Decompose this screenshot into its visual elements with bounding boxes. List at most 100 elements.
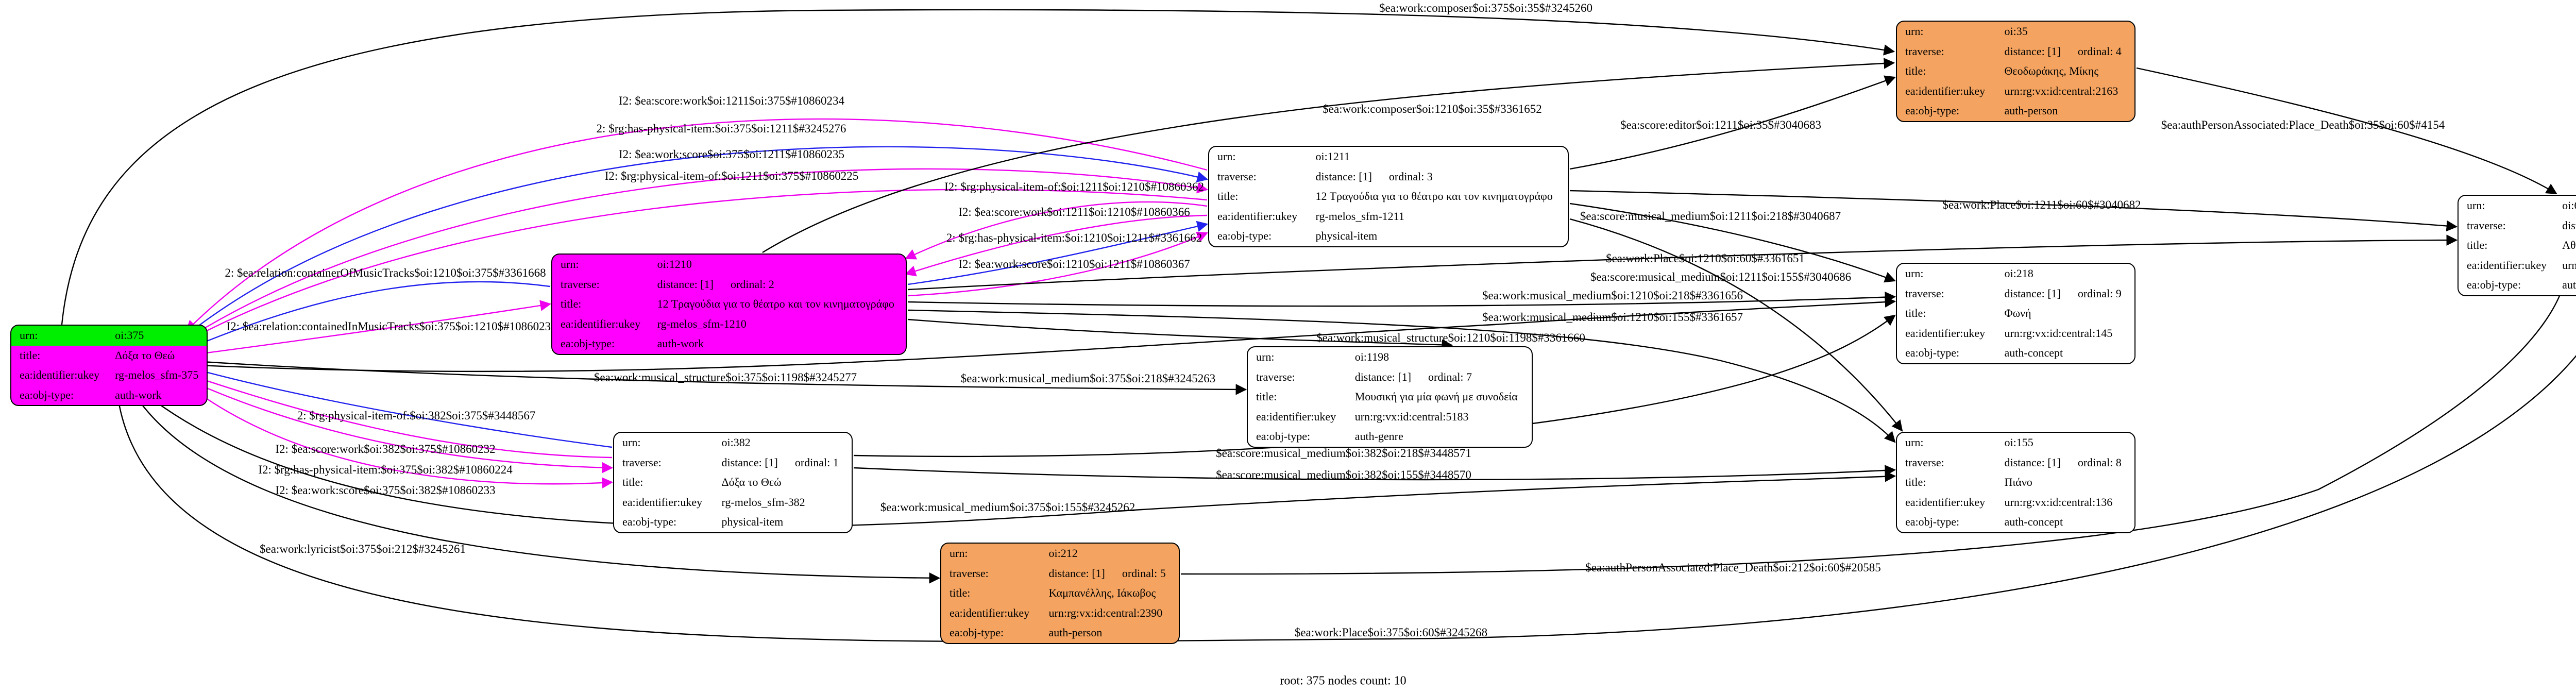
- node-field-row: ea:obj-type:physical-item: [1209, 226, 1568, 246]
- field-key: title:: [1905, 307, 1926, 320]
- field-value: oi:375: [115, 329, 144, 342]
- edge-label: I2: $ea:score:work$oi:1211$oi:375$#10860…: [619, 94, 844, 107]
- field-key: ea:identifier:ukey: [622, 495, 703, 509]
- field-value: physical-item: [721, 515, 784, 529]
- field-key: ea:identifier:ukey: [1905, 326, 1986, 340]
- node-oi-212[interactable]: urn: oi:212 traverse:distance: [1] ordinal…: [940, 543, 1180, 644]
- edge-label: I2: $ea:relation:containedInMusicTracks$…: [226, 320, 557, 333]
- node-field-row: ea:obj-type:auth-work: [552, 334, 906, 354]
- node-field-row: ea:obj-type:auth-work: [11, 385, 207, 405]
- node-field-row: urn:oi:1198: [1248, 347, 1532, 367]
- node-field-row: ea:obj-type:auth-genre: [1248, 427, 1532, 447]
- field-key: urn:: [950, 547, 968, 560]
- field-value: distance: [1] ordinal: 3: [1315, 170, 1433, 183]
- field-value: auth-person: [2004, 104, 2058, 117]
- field-key: traverse:: [1217, 170, 1257, 183]
- graph-edge: [154, 400, 1896, 528]
- node-field-row: urn:oi:382: [614, 433, 852, 453]
- field-key: title:: [20, 348, 41, 362]
- edge-label: $ea:score:musical_medium$oi:382$oi:218$#…: [1216, 447, 1471, 460]
- field-value: distance: [1] ordinal: 1: [721, 455, 839, 469]
- node-field-row: traverse:distance: [1] ordinal: 8: [1897, 453, 2134, 473]
- edge-label: I2: $ea:work:score$oi:375$oi:1211$#10860…: [619, 148, 844, 161]
- field-value: oi:1210: [657, 258, 692, 271]
- edge-label: $ea:score:musical_medium$oi:1211$oi:218$…: [1580, 210, 1841, 223]
- edge-label: $ea:work:musical_medium$oi:375$oi:155$#3…: [880, 501, 1136, 514]
- graph-edge: [907, 318, 1453, 351]
- node-field-row: ea:identifier:ukey rg-melos_sfm-375: [11, 365, 207, 385]
- field-value: rg-melos_sfm-1210: [657, 317, 747, 330]
- node-field-row: ea:obj-type:auth-concept: [1897, 512, 2134, 532]
- field-value: distance: [1] ordinal: 7: [1354, 370, 1472, 383]
- edge-label: 2: $ea:relation:containerOfMusicTracks$o…: [225, 266, 546, 279]
- field-value: auth-person: [1048, 626, 1103, 639]
- node-field-row: traverse:distance: [1] ordinal: 1: [614, 453, 852, 473]
- field-value: oi:155: [2004, 436, 2033, 449]
- node-field-row: title:12 Τραγούδια για το θέατρο και τον…: [552, 294, 906, 314]
- field-key: urn:: [561, 258, 579, 271]
- field-key: traverse:: [561, 277, 600, 291]
- field-value: distance: [1] ordinal: 2: [657, 277, 774, 291]
- edge-label: $ea:score:editor$oi:1211$oi:35$#3040683: [1620, 119, 1822, 131]
- node-field-row: urn: oi:375: [11, 326, 207, 346]
- field-key: ea:obj-type:: [950, 626, 1004, 639]
- node-oi-1210[interactable]: urn: oi:1210 traverse: distance: [1] ordina…: [551, 253, 907, 355]
- field-value: urn:rg:vx:id:central:216: [2562, 258, 2576, 272]
- field-key: ea:obj-type:: [1905, 104, 1960, 117]
- edge-label: I2: $ea:work:score$oi:1210$oi:1211$#1086…: [958, 258, 1190, 271]
- field-value: oi:382: [721, 436, 751, 449]
- field-key: title:: [950, 586, 971, 600]
- edge-label: $ea:score:musical_medium$oi:1211$oi:155$…: [1590, 271, 1852, 283]
- field-value: distance: [1] ordinal: 8: [2004, 455, 2122, 469]
- edge-label: I2: $ea:score:work$oi:1211$oi:1210$#1086…: [958, 206, 1190, 218]
- graph-edge: [185, 364, 613, 448]
- field-value: oi:212: [1048, 547, 1078, 560]
- node-field-row: traverse:distance: [1] ordinal: 6: [2459, 216, 2576, 236]
- edge-label: $ea:work:musical_medium$oi:375$oi:218$#3…: [960, 372, 1216, 385]
- field-key: urn:: [1217, 150, 1236, 163]
- node-field-row: traverse:distance: [1] ordinal: 5: [941, 564, 1179, 584]
- edge-label: $ea:authPersonAssociated:Place_Death$oi:…: [2161, 119, 2445, 131]
- node-field-row: ea:obj-type:auth-concept: [1897, 343, 2134, 363]
- field-value: 12 Τραγούδια για το θέατρο και τον κινημ…: [657, 297, 894, 311]
- field-key: urn:: [20, 329, 38, 342]
- graph-edge: [907, 291, 1896, 307]
- field-key: ea:identifier:ukey: [561, 317, 641, 330]
- node-field-row: traverse: distance: [1] ordinal: 3: [1209, 167, 1568, 187]
- field-key: title:: [1217, 190, 1239, 203]
- field-key: traverse:: [950, 566, 989, 580]
- node-field-row: title:Μουσική για μία φωνή με συνοδεία: [1248, 387, 1532, 407]
- field-key: ea:identifier:ukey: [20, 368, 100, 382]
- edge-label: $ea:score:musical_medium$oi:382$oi:155$#…: [1216, 468, 1471, 481]
- node-field-row: ea:obj-type:auth-place: [2459, 275, 2576, 295]
- graph-edge: [117, 354, 2576, 643]
- graph-edge: [185, 281, 551, 351]
- field-key: title:: [1256, 390, 1277, 403]
- node-field-row: traverse: distance: [1] ordinal: 2: [552, 275, 906, 295]
- edge-label: $ea:work:Place$oi:375$oi:60$#3245268: [1294, 626, 1488, 639]
- graph-caption: root: 375 nodes count: 10: [1280, 674, 1406, 688]
- field-value: rg-melos_sfm-375: [115, 368, 199, 382]
- graph-edge: [2136, 67, 2557, 195]
- field-key: traverse:: [1905, 44, 1944, 58]
- edge-label: $ea:work:lyricist$oi:375$oi:212$#3245261: [260, 543, 466, 555]
- field-value: urn:rg:vx:id:central:2163: [2004, 84, 2119, 97]
- node-oi-60[interactable]: urn:oi:60traverse:distance: [1] ordinal:…: [2458, 195, 2576, 296]
- graph-edge: [185, 118, 1208, 332]
- node-field-row: urn:oi:35: [1897, 22, 2134, 42]
- graph-edge: [853, 314, 1896, 458]
- node-field-row: ea:identifier:ukey rg-melos_sfm-1210: [552, 314, 906, 334]
- field-key: ea:obj-type:: [2467, 278, 2521, 292]
